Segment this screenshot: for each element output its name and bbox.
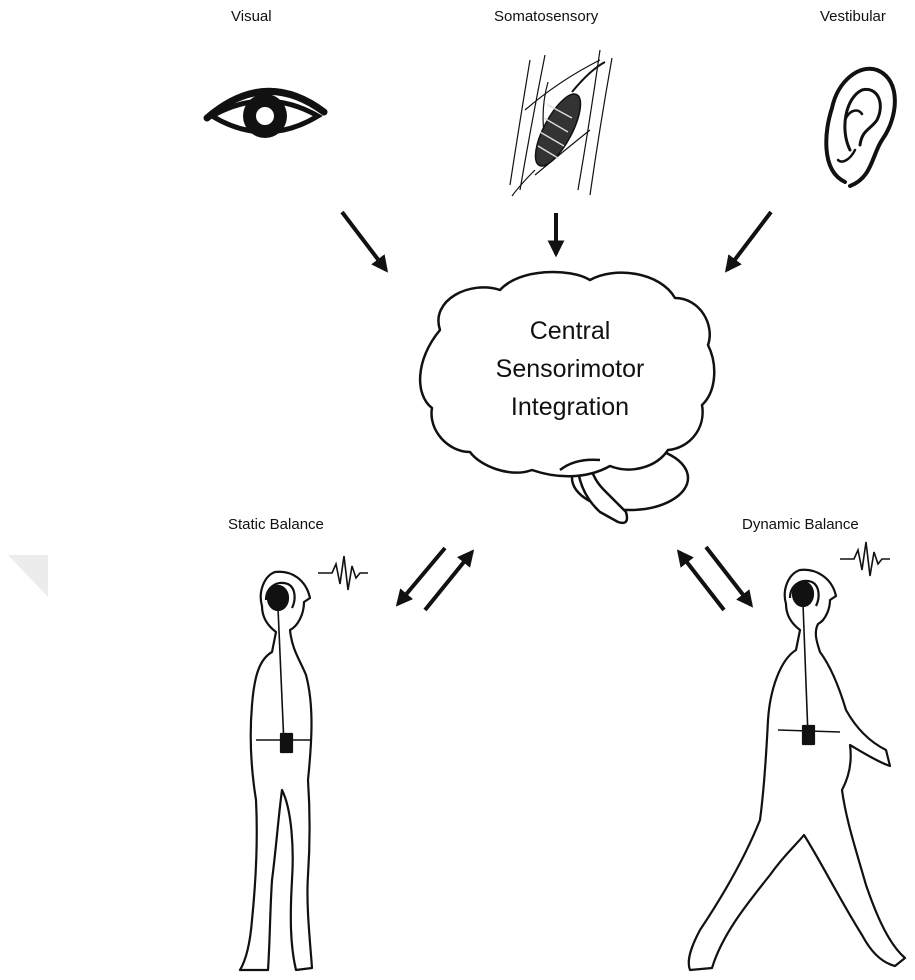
static-signal-waveform-icon <box>318 556 368 590</box>
center-line-3: Integration <box>440 388 700 426</box>
ear-icon <box>826 69 895 186</box>
arrow-visual-to-brain <box>342 212 386 270</box>
center-line-1: Central <box>440 312 700 350</box>
visual-label: Visual <box>231 8 272 25</box>
dynamic-signal-waveform-icon <box>840 542 890 576</box>
center-line-2: Sensorimotor <box>440 350 700 388</box>
dynamic-balance-label: Dynamic Balance <box>742 516 859 533</box>
vestibular-label: Vestibular <box>820 8 886 25</box>
somatosensory-label: Somatosensory <box>494 8 598 25</box>
somatosensory-receptor-icon <box>510 50 612 196</box>
corner-triangle-decoration <box>8 555 48 597</box>
arrow-vestibular-to-brain <box>727 212 771 270</box>
static-balance-label: Static Balance <box>228 516 324 533</box>
standing-person-figure <box>240 572 312 970</box>
central-integration-label: Central Sensorimotor Integration <box>440 312 700 426</box>
walking-person-figure <box>689 570 905 970</box>
eye-icon <box>207 91 324 138</box>
